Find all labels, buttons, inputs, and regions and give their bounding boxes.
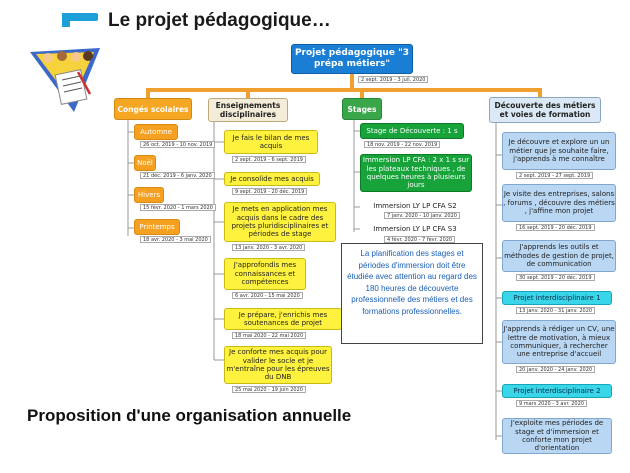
enseignement-item-application[interactable]: Je mets en application mes acquis dans l… <box>224 202 336 242</box>
project-logo-icon <box>30 48 100 112</box>
footer-title: Proposition d'une organisation annuelle <box>27 406 352 425</box>
conges-item-automne[interactable]: Automne <box>134 124 178 140</box>
stage-item-decouverte[interactable]: Stage de Découverte : 1 s <box>360 123 464 139</box>
stage-date-s3: 4 févr. 2020 - 7 févr. 2020 <box>384 236 456 243</box>
decouverte-date-outils: 30 sept. 2019 - 20 déc. 2019 <box>516 274 595 281</box>
decouverte-date-explore: 2 sept. 2019 - 27 sept. 2019 <box>516 172 594 179</box>
category-conges[interactable]: Congés scolaires <box>114 98 192 120</box>
enseignement-item-conforte[interactable]: Je conforte mes acquis pour valider le s… <box>224 346 332 384</box>
stages-note: La planification des stages et périodes … <box>341 243 483 344</box>
category-stages[interactable]: Stages <box>342 98 382 120</box>
stage-item-s2[interactable]: Immersion LY LP CFA S2 <box>373 201 457 210</box>
decouverte-item-exploite[interactable]: J'exploite mes périodes de stage et d'im… <box>502 418 612 454</box>
conges-date-automne: 26 oct. 2019 - 10 nov. 2019 <box>140 141 216 148</box>
enseignement-date-bilan: 2 sept. 2019 - 6 sept. 2019 <box>232 156 306 163</box>
conges-item-noel[interactable]: Noël <box>134 155 156 171</box>
decouverte-item-explore[interactable]: Je découvre et explore un un métier que … <box>502 132 616 170</box>
conges-item-hivers[interactable]: Hivers <box>134 187 164 203</box>
root-node[interactable]: Projet pédagogique "3 prépa métiers" <box>291 44 413 74</box>
stage-date-s2: 7 janv. 2020 - 10 janv. 2020 <box>384 212 460 219</box>
enseignement-item-prepare[interactable]: Je prépare, j'enrichis mes soutenances d… <box>224 308 342 330</box>
conges-date-printemps: 18 avr. 2020 - 3 mai 2020 <box>140 236 211 243</box>
decouverte-date-projet2: 9 mars 2020 - 3 avr. 2020 <box>516 400 587 407</box>
title-bar-icon <box>62 13 98 21</box>
decouverte-date-visite: 16 sept. 2019 - 20 déc. 2019 <box>516 224 595 231</box>
enseignement-date-approfondis: 6 avr. 2020 - 15 mai 2020 <box>232 292 303 299</box>
decouverte-item-cv[interactable]: J'apprends à rédiger un CV, une lettre d… <box>502 320 616 364</box>
category-enseignements[interactable]: Enseignements disciplinaires <box>208 98 288 122</box>
enseignement-date-consolide: 9 sept. 2019 - 20 déc. 2019 <box>232 188 308 195</box>
decouverte-item-outils[interactable]: J'apprends les outils et méthodes de ges… <box>502 240 616 272</box>
conges-item-printemps[interactable]: Printemps <box>134 219 180 235</box>
stage-date-decouverte: 18 nov. 2019 - 22 nov. 2019 <box>364 141 441 148</box>
enseignement-item-bilan[interactable]: Je fais le bilan de mes acquis <box>224 130 318 154</box>
decouverte-item-projet1[interactable]: Projet interdisciplinaire 1 <box>502 291 612 305</box>
conges-date-hivers: 15 févr. 2020 - 1 mars 2020 <box>140 204 216 211</box>
enseignement-item-consolide[interactable]: Je consolide mes acquis <box>224 172 320 186</box>
decouverte-item-visite[interactable]: Je visite des entreprises, salons , foru… <box>502 184 616 222</box>
stage-item-s3[interactable]: Immersion LY LP CFA S3 <box>373 224 457 233</box>
stage-item-immersion[interactable]: Immersion LP CFA : 2 x 1 s sur les plate… <box>360 154 472 192</box>
enseignement-date-application: 13 janv. 2020 - 3 avr. 2020 <box>232 244 306 251</box>
enseignement-item-approfondis[interactable]: J'approfondis mes connaissances et compé… <box>224 258 306 290</box>
page-title: Le projet pédagogique… <box>108 10 331 31</box>
decouverte-item-projet2[interactable]: Projet interdisciplinaire 2 <box>502 384 612 398</box>
conges-date-noel: 21 déc. 2019 - 6 janv. 2020 <box>140 172 215 179</box>
category-decouverte[interactable]: Découverte des métiers et voies de forma… <box>489 97 601 123</box>
enseignement-date-prepare: 18 mai 2020 - 22 mai 2020 <box>232 332 307 339</box>
decouverte-date-cv: 20 janv. 2020 - 24 janv. 2020 <box>516 366 596 373</box>
enseignement-date-conforte: 25 mai 2020 - 19 juin 2020 <box>232 386 306 393</box>
decouverte-date-projet1: 13 janv. 2020 - 31 janv. 2020 <box>516 307 596 314</box>
root-date: 2 sept. 2019 - 3 juil. 2020 <box>358 76 429 83</box>
